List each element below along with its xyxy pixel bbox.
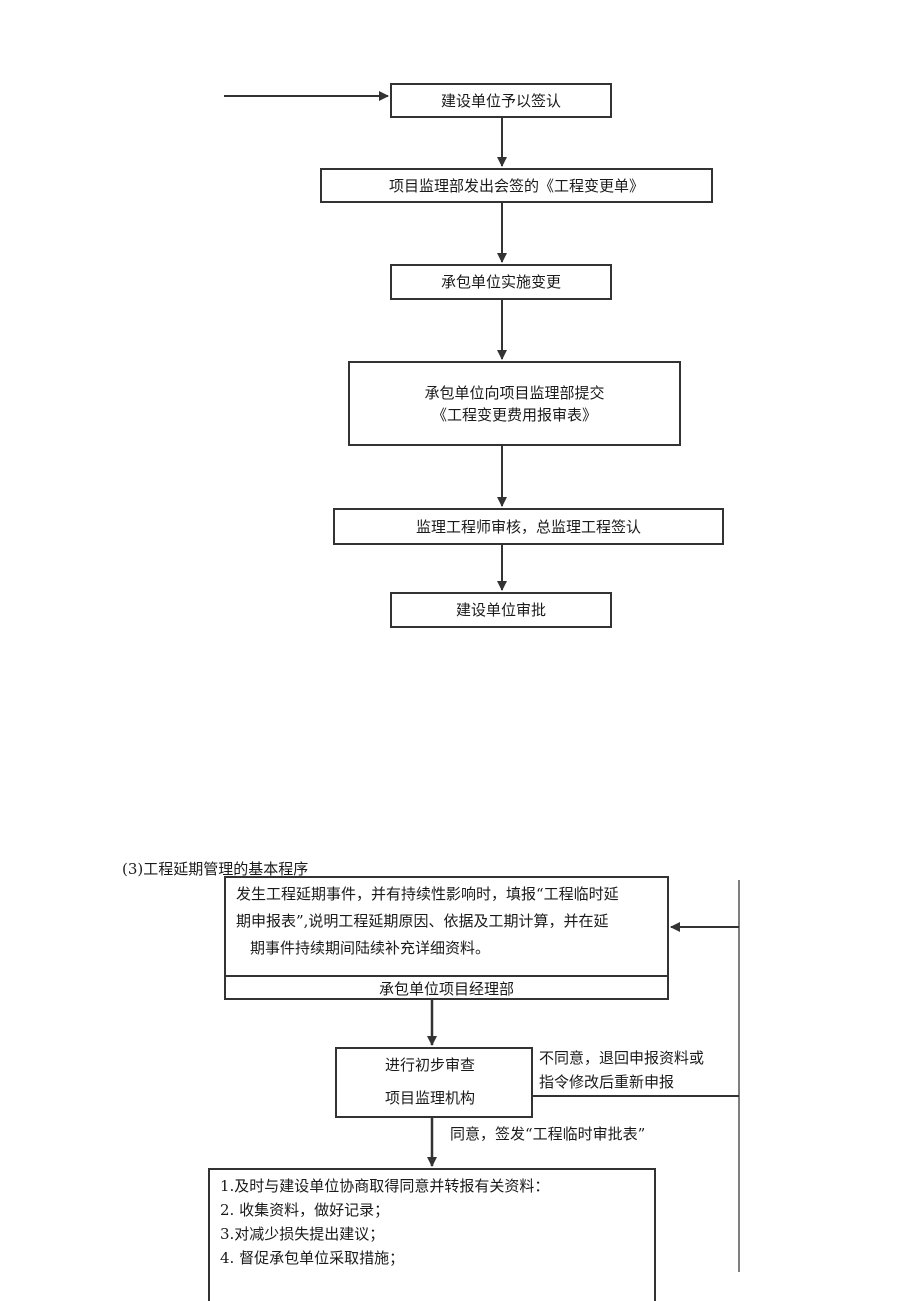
contractor-dept-label: 承包单位项目经理部 — [226, 975, 667, 1000]
flow-step-3-label: 承包单位实施变更 — [440, 273, 561, 291]
measures-box: 1.及时与建设单位协商取得同意并转报有关资料： 2. 收集资料，做好记录； 3.… — [208, 1168, 656, 1301]
delay-report-line-2: 期申报表”,说明工程延期原因、依据及工期计算，并在延 — [236, 912, 609, 930]
flow-step-5-label: 监理工程师审核，总监理工程签认 — [415, 517, 641, 536]
delay-report-line-1: 发生工程延期事件，并有持续性影响时，填报“工程临时延 — [236, 885, 619, 903]
flow-step-2-label: 项目监理部发出会签的《工程变更单》 — [388, 176, 644, 195]
contractor-dept-text: 承包单位项目经理部 — [378, 980, 514, 998]
disagree-note-line-1: 不同意，退回申报资料或 — [539, 1049, 705, 1067]
preliminary-review-box: 进行初步审查 项目监理机构 — [335, 1047, 533, 1118]
flow-step-1-label: 建设单位予以签认 — [440, 91, 561, 110]
flow-step-6-label: 建设单位审批 — [455, 601, 546, 619]
preliminary-review-label: 进行初步审查 — [385, 1056, 476, 1074]
flow-step-4-line2: 《工程变更费用报审表》 — [431, 405, 597, 424]
agree-note: 同意，签发“工程临时审批表” — [450, 1125, 646, 1143]
supervision-org-label: 项目监理机构 — [385, 1089, 476, 1107]
flow-step-4-line1: 承包单位向项目监理部提交 — [424, 383, 605, 402]
measures-item-1: 1.及时与建设单位协商取得同意并转报有关资料： — [220, 1177, 550, 1195]
section-heading: (3)工程延期管理的基本程序 — [122, 860, 309, 878]
flow-step-3: 承包单位实施变更 — [390, 264, 612, 300]
flow-step-1: 建设单位予以签认 — [390, 83, 612, 118]
disagree-note-line-2: 指令修改后重新申报 — [539, 1073, 675, 1091]
measures-item-3: 3.对减少损失提出建议； — [220, 1225, 385, 1243]
flow-step-4: 承包单位向项目监理部提交 《工程变更费用报审表》 — [348, 361, 681, 446]
delay-report-line-3: 期事件持续期间陆续补充详细资料。 — [250, 939, 491, 957]
delay-report-text: 发生工程延期事件，并有持续性影响时，填报“工程临时延 期申报表”,说明工程延期原… — [236, 881, 619, 962]
flow-step-5: 监理工程师审核，总监理工程签认 — [333, 508, 724, 545]
delay-report-box: 发生工程延期事件，并有持续性影响时，填报“工程临时延 期申报表”,说明工程延期原… — [224, 876, 669, 1000]
measures-list: 1.及时与建设单位协商取得同意并转报有关资料： 2. 收集资料，做好记录； 3.… — [220, 1174, 549, 1270]
measures-item-4: 4. 督促承包单位采取措施； — [220, 1249, 405, 1267]
measures-item-2: 2. 收集资料，做好记录； — [220, 1201, 390, 1219]
flow-step-2: 项目监理部发出会签的《工程变更单》 — [320, 168, 713, 203]
flow-step-6: 建设单位审批 — [390, 592, 612, 628]
